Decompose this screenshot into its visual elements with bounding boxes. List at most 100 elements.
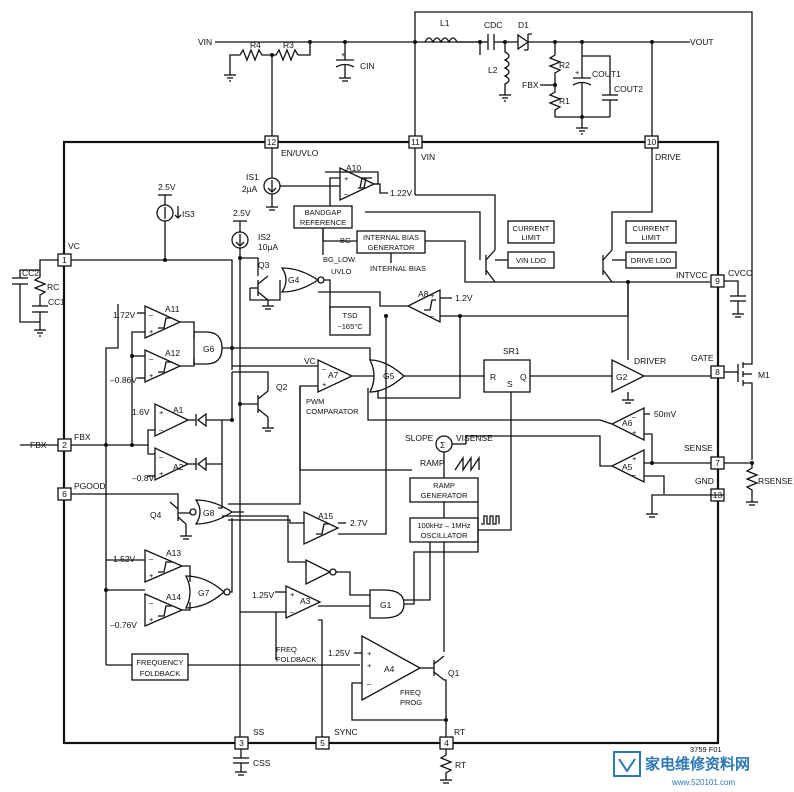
- svg-text:GATE: GATE: [691, 353, 714, 363]
- svg-text:TSD: TSD: [343, 311, 359, 320]
- svg-text:1.72V: 1.72V: [113, 310, 136, 320]
- svg-text:FBX: FBX: [522, 80, 539, 90]
- svg-text:PWM: PWM: [306, 397, 324, 406]
- rsense-resistor: RSENSE: [724, 462, 793, 506]
- rt-resistor: RT: [439, 749, 466, 784]
- external-power-stage: VIN R3 R4 + CIN L1 CDC: [198, 11, 753, 362]
- pin-1: 1 VC: [57, 241, 80, 267]
- ramp-waveform-icon: [454, 455, 480, 473]
- cvcc-capacitor: CVCC: [724, 268, 752, 318]
- svg-text:+: +: [632, 428, 637, 437]
- svg-text:FREQ: FREQ: [400, 688, 421, 697]
- css-capacitor: CSS: [233, 749, 271, 776]
- is1-current-source: IS1 2µA: [242, 172, 281, 211]
- ramp-generator: RAMP GENERATOR: [409, 470, 479, 503]
- svg-text:SYNC: SYNC: [334, 727, 358, 737]
- svg-text:LIMIT: LIMIT: [521, 233, 541, 242]
- svg-text:R2: R2: [559, 60, 570, 70]
- svg-text:G7: G7: [198, 588, 210, 598]
- a1-amplifier: + – A1 1.6V: [132, 372, 234, 438]
- svg-text:10µA: 10µA: [258, 242, 278, 252]
- svg-text:CURRENT: CURRENT: [633, 224, 670, 233]
- svg-text:R3: R3: [283, 40, 294, 50]
- svg-text:–0.76V: –0.76V: [110, 620, 137, 630]
- svg-text:–: –: [290, 607, 295, 616]
- svg-text:FOLDBACK: FOLDBACK: [276, 655, 316, 664]
- a6-amplifier: – + A6 50mV: [599, 406, 677, 442]
- a10-comparator: + – A10 1.22V: [270, 148, 413, 206]
- svg-text:BG_LOW: BG_LOW: [323, 255, 356, 264]
- r3-resistor: [272, 48, 299, 62]
- svg-text:COUT1: COUT1: [592, 69, 621, 79]
- svg-text:+: +: [159, 469, 164, 478]
- svg-text:2.5V: 2.5V: [233, 208, 251, 218]
- tsd-block: TSD ~165°C: [329, 306, 371, 336]
- svg-text:A4: A4: [384, 664, 395, 674]
- svg-text:L2: L2: [488, 65, 498, 75]
- svg-text:GENERATOR: GENERATOR: [368, 243, 415, 252]
- svg-text:Q1: Q1: [448, 668, 460, 678]
- svg-text:GND: GND: [695, 476, 714, 486]
- svg-text:+: +: [367, 649, 372, 658]
- svg-text:RAMP: RAMP: [433, 481, 455, 490]
- svg-text:11: 11: [411, 137, 420, 147]
- q1-transistor: Q1: [433, 655, 460, 737]
- svg-text:CURRENT: CURRENT: [513, 224, 550, 233]
- a2-amplifier: – + A2 –0.8V: [132, 420, 223, 483]
- g1-gate: G1: [318, 502, 479, 619]
- svg-text:1.25V: 1.25V: [328, 648, 351, 658]
- svg-text:COUT2: COUT2: [614, 84, 643, 94]
- svg-text:PROG: PROG: [400, 698, 422, 707]
- svg-text:SS: SS: [253, 727, 265, 737]
- g8-gate: G8: [189, 386, 306, 563]
- svg-text:R1: R1: [559, 96, 570, 106]
- svg-text:VOUT: VOUT: [690, 37, 714, 47]
- pin-12: 12 EN/UVLO: [264, 135, 319, 158]
- svg-text:R: R: [490, 372, 496, 382]
- svg-text:A5: A5: [622, 462, 633, 472]
- svg-text:OSCILLATOR: OSCILLATOR: [421, 531, 468, 540]
- svg-text:家电维修资料网: 家电维修资料网: [645, 755, 750, 773]
- svg-text:A6: A6: [622, 418, 633, 428]
- svg-text:Q: Q: [520, 372, 527, 382]
- vin-ldo: CURRENT LIMIT VIN LDO: [414, 148, 555, 283]
- g7-gate: G7: [182, 518, 233, 611]
- svg-text:VC: VC: [304, 356, 316, 366]
- svg-text:G6: G6: [203, 344, 215, 354]
- svg-text:~165°C: ~165°C: [337, 322, 363, 331]
- svg-text:G4: G4: [288, 275, 300, 285]
- a4-amplifier: + + – A4 1.25V FREQ PROG: [328, 634, 446, 721]
- g5-gate: G5: [352, 316, 600, 421]
- pin-13: 13 GND: [695, 476, 725, 502]
- a14-comparator: – + A14 –0.76V: [110, 592, 184, 630]
- svg-text:RT: RT: [455, 760, 466, 770]
- svg-text:+: +: [430, 291, 435, 300]
- svg-text:VC: VC: [68, 241, 80, 251]
- svg-text:+: +: [149, 571, 154, 580]
- svg-text:IS2: IS2: [258, 232, 271, 242]
- svg-text:A3: A3: [300, 596, 311, 606]
- svg-text:–: –: [159, 452, 164, 461]
- svg-text:DRIVER: DRIVER: [634, 356, 666, 366]
- svg-text:G8: G8: [203, 508, 215, 518]
- svg-text:–: –: [149, 554, 154, 563]
- watermark: 家电维修资料网 www.520101.com: [613, 751, 750, 787]
- q4-transistor: Q4: [71, 493, 192, 540]
- svg-text:+: +: [341, 50, 346, 59]
- svg-text:L1: L1: [440, 18, 450, 28]
- vc-compensation: CC2 RC CC1: [12, 259, 65, 337]
- pin-6: 6 PGOOD: [57, 481, 106, 501]
- svg-text:1.25V: 1.25V: [252, 590, 275, 600]
- svg-text:+: +: [290, 590, 295, 599]
- m1-mosfet: M1: [724, 362, 770, 465]
- svg-text:–: –: [367, 679, 372, 688]
- svg-text:2.7V: 2.7V: [350, 518, 368, 528]
- svg-text:M1: M1: [758, 370, 770, 380]
- svg-text:2µA: 2µA: [242, 184, 258, 194]
- svg-text:2.5V: 2.5V: [158, 182, 176, 192]
- svg-text:A14: A14: [166, 592, 181, 602]
- svg-text:INTVCC: INTVCC: [676, 270, 708, 280]
- svg-text:A12: A12: [165, 348, 180, 358]
- svg-text:6: 6: [62, 489, 67, 499]
